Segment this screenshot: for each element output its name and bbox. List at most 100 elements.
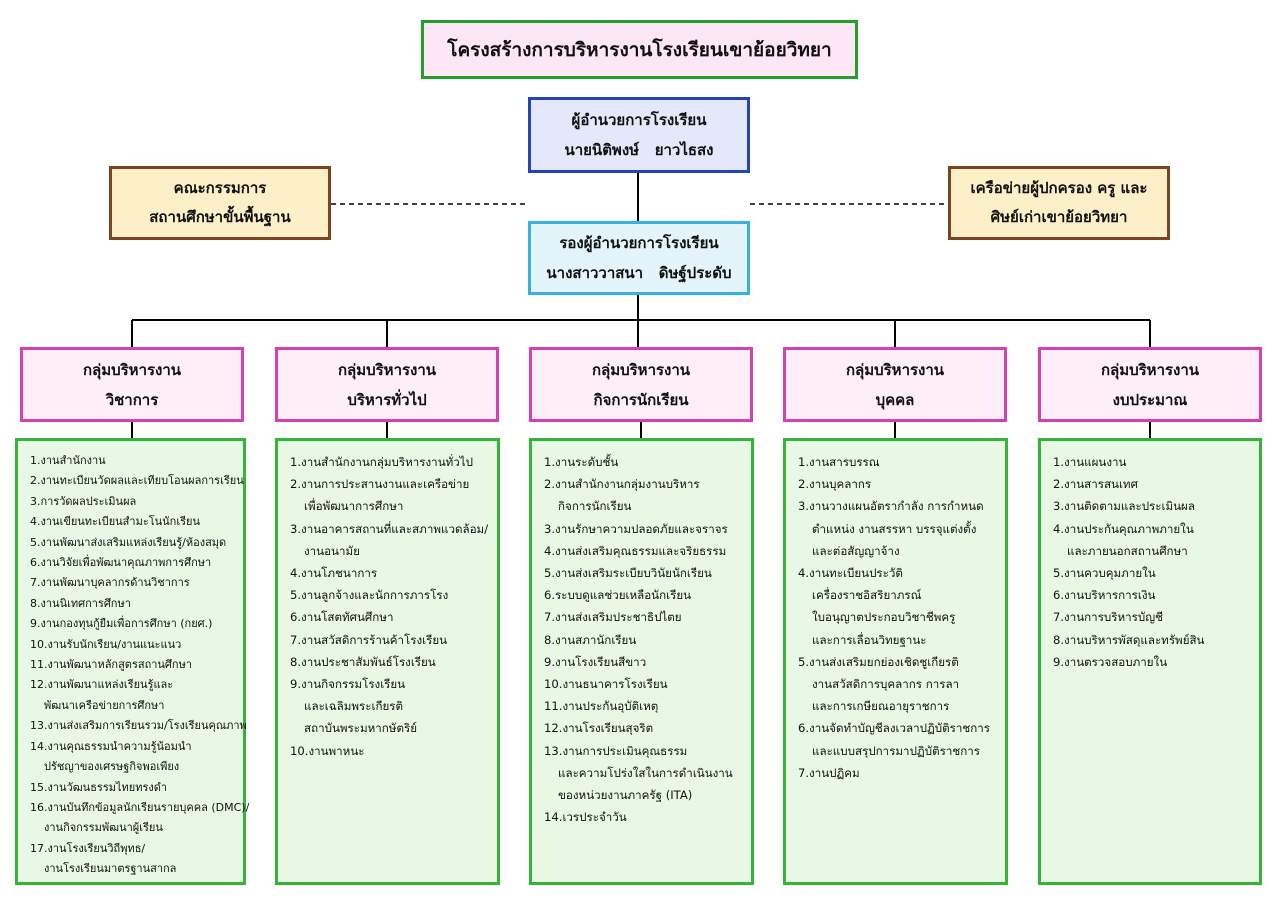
task-item-continuation: และแบบสรุปการมาปฏิบัติราชการ [812, 743, 980, 758]
task-item: 10.งานรับนักเรียน/งานแนะแนว [30, 637, 182, 651]
task-item: 1.งานสารบรรณ [798, 455, 880, 469]
task-item-continuation: และภายนอกสถานศึกษา [1067, 543, 1188, 558]
task-item-continuation: และการเลื่อนวิทยฐานะ [812, 632, 927, 647]
task-list-personnel: 1.งานสารบรรณ 2.งานบุคลากร 3.งานวางแผนอัตรา… [783, 438, 1008, 885]
parent-network-line1: เครือข่ายผู้ปกครอง ครู และ [970, 179, 1148, 197]
task-item: 8.งานประชาสัมพันธ์โรงเรียน [290, 654, 436, 669]
task-item: 4.งานส่งเสริมคุณธรรมและจริยธรรม [544, 543, 727, 558]
group-personnel: กลุ่มบริหารงาน บุคคล [783, 347, 1007, 422]
task-item: 9.งานตรวจสอบภายใน [1053, 654, 1168, 669]
group-name: วิชาการ [105, 390, 159, 409]
task-item: 14.เวรประจำวัน [544, 810, 627, 825]
group-name: บริหารทั่วไป [347, 390, 427, 409]
group-heading: กลุ่มบริหารงาน [845, 360, 945, 379]
task-item: 11.งานประกันอุบัติเหตุ [544, 699, 659, 714]
task-item: 15.งานวัฒนธรรมไทยทรงดำ [30, 780, 168, 794]
director-name: นายนิติพงษ์ ยาวไธสง [564, 141, 714, 159]
page-title: โครงสร้างการบริหารงานโรงเรียนเขาย้อยวิทย… [421, 20, 858, 79]
task-item-continuation: เครื่องราชอิสริยาภรณ์ [812, 588, 922, 603]
group-name: งบประมาณ [1112, 390, 1188, 409]
task-item: 14.งานคุณธรรมนำความรู้น้อมนำ [30, 739, 192, 753]
school-board-line2: สถานศึกษาขั้นพื้นฐาน [149, 208, 291, 226]
task-item: 4.งานเขียนทะเบียนสำมะโนนักเรียน [30, 515, 200, 529]
task-item-continuation: งานอนามัย [304, 543, 360, 558]
task-item: 17.งานโรงเรียนวิถีพุทธ/ [30, 841, 146, 855]
task-item: 7.งานพัฒนาบุคลากรด้านวิชาการ [30, 576, 190, 590]
task-item: 1.งานระดับชั้น [544, 455, 619, 469]
parent-network-box: เครือข่ายผู้ปกครอง ครู และ ศิษย์เก่าเขาย… [948, 166, 1170, 240]
task-item: 5.งานพัฒนาส่งเสริมแหล่งเรียนรู้/ห้องสมุด [30, 535, 227, 549]
group-general: กลุ่มบริหารงาน บริหารทั่วไป [275, 347, 499, 422]
group-heading: กลุ่มบริหารงาน [1100, 360, 1200, 379]
task-item: 7.งานการบริหารบัญชี [1053, 610, 1163, 625]
task-item: 13.งานการประเมินคุณธรรม [544, 743, 688, 758]
task-item: 8.งานนิเทศการศึกษา [30, 596, 131, 610]
task-item: 6.ระบบดูแลช่วยเหลือนักเรียน [544, 588, 692, 603]
task-item: 6.งานโสตทัศนศึกษา [290, 610, 394, 625]
task-item: 3.งานวางแผนอัตรากำลัง การกำหนด [798, 499, 984, 514]
task-item: 7.งานส่งเสริมประชาธิปไตย [544, 610, 682, 625]
task-item: 7.งานปฏิคม [798, 765, 860, 780]
task-item: 1.งานแผนงาน [1053, 455, 1127, 469]
task-item-continuation: งานสวัสดิการบุคลากร การลา [812, 677, 960, 692]
task-item-continuation: สถาบันพระมหากษัตริย์ [304, 721, 417, 736]
task-item: 6.งานบริหารการเงิน [1053, 588, 1156, 603]
task-item: 3.งานอาคารสถานที่และสภาพแวดล้อม/ [290, 521, 489, 536]
task-item-continuation: และเฉลิมพระเกียรติ [304, 699, 404, 714]
task-item-continuation: ของหน่วยงานภาครัฐ (ITA) [558, 788, 693, 803]
task-item-continuation: ใบอนุญาตประกอบวิชาชีพครู [812, 610, 956, 625]
school-board-line1: คณะกรรมการ [173, 179, 267, 197]
task-item: 8.งานบริหารพัสดุและทรัพย์สิน [1053, 632, 1205, 647]
group-heading: กลุ่มบริหารงาน [591, 360, 691, 379]
school-board-box: คณะกรรมการ สถานศึกษาขั้นพื้นฐาน [109, 166, 331, 240]
task-item: 10.งานธนาคารโรงเรียน [544, 677, 668, 692]
task-item: 16.งานบันทึกข้อมูลนักเรียนรายบุคคล (DMC)… [30, 800, 250, 814]
task-item-continuation: ปรัชญาของเศรษฐกิจพอเพียง [44, 760, 180, 774]
task-list: 1.งานสารบรรณ 2.งานบุคลากร 3.งานวางแผนอัตรา… [798, 451, 999, 784]
page-title-text: โครงสร้างการบริหารงานโรงเรียนเขาย้อยวิทย… [447, 38, 832, 61]
group-budget: กลุ่มบริหารงาน งบประมาณ [1038, 347, 1262, 422]
group-heading: กลุ่มบริหารงาน [82, 360, 182, 379]
task-item-continuation: กิจการนักเรียน [558, 499, 632, 514]
task-item: 12.งานพัฒนาแหล่งเรียนรู้และ [30, 678, 174, 692]
task-item: 5.งานส่งเสริมยกย่องเชิดชูเกียรติ [798, 654, 959, 669]
group-heading: กลุ่มบริหารงาน [337, 360, 437, 379]
task-item: 3.การวัดผลประเมินผล [30, 494, 137, 508]
task-item: 8.งานสภานักเรียน [544, 632, 637, 647]
task-item-continuation: ตำแหน่ง งานสรรหา บรรจุแต่งตั้ง [812, 521, 977, 536]
task-item: 9.งานโรงเรียนสีขาว [544, 654, 647, 669]
task-item: 2.งานสำนักงานกลุ่มงานบริหาร [544, 477, 700, 492]
task-item: 11.งานพัฒนาหลักสูตรสถานศึกษา [30, 658, 193, 672]
director-role: ผู้อำนวยการโรงเรียน [571, 111, 707, 129]
task-item: 9.งานกิจกรรมโรงเรียน [290, 677, 406, 692]
group-name: กิจการนักเรียน [593, 390, 689, 409]
task-list-student-affairs: 1.งานระดับชั้น 2.งานสำนักงานกลุ่มงานบริหา… [529, 438, 754, 885]
group-student-affairs: กลุ่มบริหารงาน กิจการนักเรียน [529, 347, 753, 422]
parent-network-line2: ศิษย์เก่าเขาย้อยวิทยา [990, 208, 1128, 226]
task-item: 10.งานพาหนะ [290, 743, 365, 758]
deputy-director-box: รองผู้อำนวยการโรงเรียน นางสาววาสนา ดิษฐ์… [528, 221, 750, 295]
task-item: 12.งานโรงเรียนสุจริต [544, 721, 654, 736]
task-item: 6.งานจัดทำบัญชีลงเวลาปฏิบัติราชการ [798, 721, 990, 736]
director-box: ผู้อำนวยการโรงเรียน นายนิติพงษ์ ยาวไธสง [528, 97, 750, 173]
task-item-continuation: งานโรงเรียนมาตรฐานสากล [44, 862, 177, 876]
task-item: 5.งานลูกจ้างและนักการภารโรง [290, 588, 449, 603]
task-item: 4.งานประกันคุณภาพภายใน [1053, 521, 1194, 536]
task-item: 2.งานการประสานงานและเครือข่าย [290, 477, 470, 492]
task-item: 7.งานสวัสดิการร้านค้าโรงเรียน [290, 632, 448, 647]
task-item: 13.งานส่งเสริมการเรียนรวม/โรงเรียนคุณภาพ [30, 719, 247, 733]
task-item-continuation: พัฒนาเครือข่ายการศึกษา [44, 698, 165, 712]
task-item-continuation: และความโปร่งใสในการดำเนินงาน [558, 765, 733, 780]
task-list: 1.งานระดับชั้น 2.งานสำนักงานกลุ่มงานบริหา… [544, 451, 745, 828]
deputy-name: นางสาววาสนา ดิษฐ์ประดับ [546, 264, 732, 282]
task-item: 2.งานบุคลากร [798, 477, 872, 492]
task-item: 3.งานรักษาความปลอดภัยและจราจร [544, 521, 728, 536]
deputy-role: รองผู้อำนวยการโรงเรียน [559, 234, 719, 252]
task-item: 9.งานกองทุนกู้ยืมเพื่อการศึกษา (กยศ.) [30, 617, 213, 631]
task-item: 5.งานควบคุมภายใน [1053, 566, 1156, 581]
